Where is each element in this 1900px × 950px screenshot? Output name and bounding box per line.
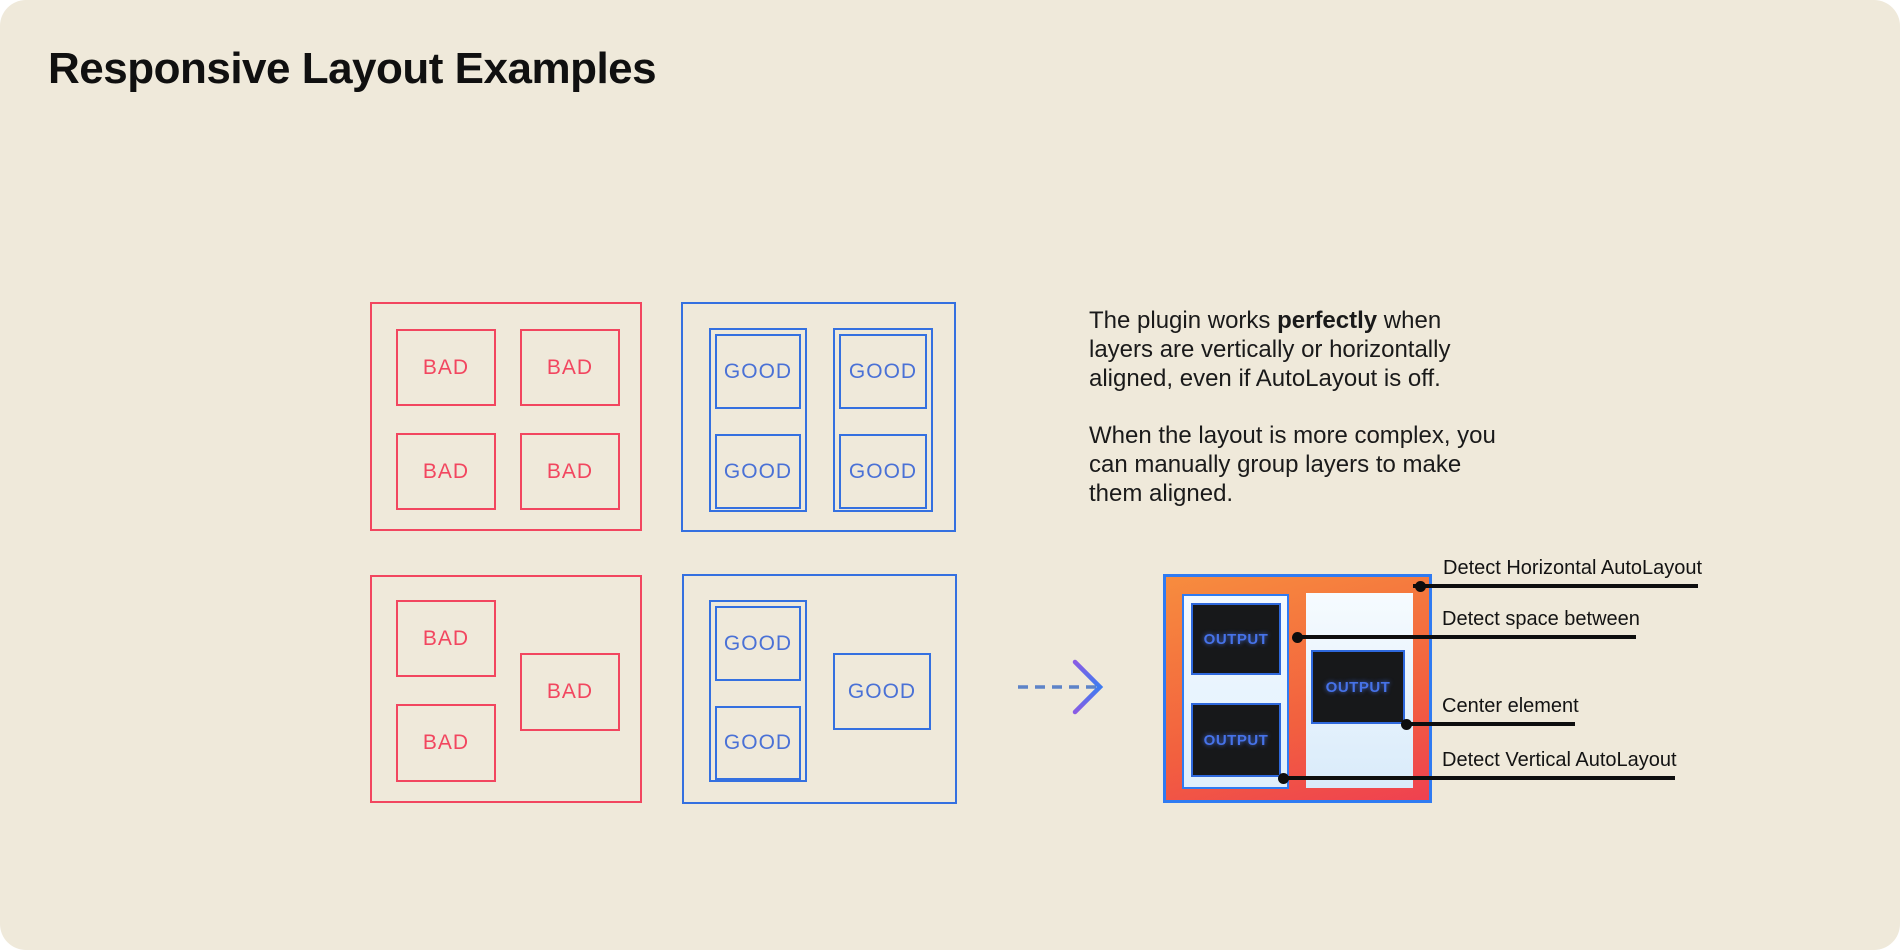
page-title: Responsive Layout Examples — [48, 44, 657, 93]
good-box: GOOD — [715, 434, 801, 509]
good-box-label: GOOD — [723, 459, 793, 483]
good-box: GOOD — [839, 334, 927, 409]
bad-free-example: BAD BAD BAD — [370, 575, 642, 803]
center-element-column: OUTPUT — [1306, 593, 1413, 788]
bad-box: BAD — [520, 433, 620, 510]
output-box-label: OUTPUT — [1325, 678, 1391, 696]
description-paragraph-1: The plugin works perfectly when layers a… — [1089, 307, 1451, 392]
good-box-label: GOOD — [723, 359, 793, 383]
annotation-line — [1404, 722, 1575, 726]
annotation-line — [1295, 635, 1636, 639]
output-box: OUTPUT — [1191, 703, 1281, 777]
good-box: GOOD — [833, 653, 931, 730]
bad-box: BAD — [396, 329, 496, 406]
bad-box: BAD — [396, 433, 496, 510]
good-box-label: GOOD — [723, 631, 793, 655]
good-box-label: GOOD — [847, 679, 917, 703]
annotation-line — [1413, 584, 1698, 588]
output-box: OUTPUT — [1311, 650, 1405, 724]
good-box: GOOD — [715, 606, 801, 681]
bad-box-label: BAD — [422, 731, 470, 754]
bad-box: BAD — [396, 600, 496, 677]
result-autolayout-frame: OUTPUT OUTPUT OUTPUT — [1163, 574, 1432, 803]
good-box-label: GOOD — [848, 359, 918, 383]
output-box-label: OUTPUT — [1203, 630, 1269, 648]
bad-box: BAD — [396, 704, 496, 782]
annotation-line — [1281, 776, 1675, 780]
output-box: OUTPUT — [1191, 603, 1281, 675]
good-box: GOOD — [715, 706, 801, 780]
bad-box: BAD — [520, 653, 620, 731]
annotation-dot — [1415, 581, 1426, 592]
bad-box-label: BAD — [546, 680, 594, 703]
good-box: GOOD — [715, 334, 801, 409]
bad-box-label: BAD — [422, 626, 470, 650]
layer-group: GOOD GOOD — [709, 328, 807, 512]
good-box-label: GOOD — [723, 731, 793, 754]
annotation-dot — [1401, 719, 1412, 730]
good-box-label: GOOD — [848, 459, 918, 483]
annotation-dot — [1278, 773, 1289, 784]
layer-group: GOOD GOOD — [833, 328, 933, 512]
bad-box-label: BAD — [422, 355, 470, 379]
description-paragraph-2: When the layout is more complex, you can… — [1089, 422, 1496, 507]
bad-grid-example: BAD BAD BAD BAD — [370, 302, 642, 531]
vertical-autolayout-group: OUTPUT OUTPUT — [1182, 594, 1289, 789]
annotation-label: Detect Horizontal AutoLayout — [1443, 557, 1703, 579]
good-box: GOOD — [839, 434, 927, 509]
annotation-label: Center element — [1442, 695, 1579, 717]
bad-box-label: BAD — [546, 459, 594, 483]
description-text: The plugin works perfectly when layers a… — [1089, 306, 1549, 508]
layer-group: GOOD GOOD — [709, 600, 807, 782]
annotation-label: Detect space between — [1442, 608, 1640, 630]
bad-box: BAD — [520, 329, 620, 406]
output-box-label: OUTPUT — [1203, 731, 1269, 749]
bad-box-label: BAD — [546, 355, 594, 379]
transform-arrow-icon — [1018, 659, 1104, 715]
bad-box-label: BAD — [422, 459, 470, 483]
annotation-label: Detect Vertical AutoLayout — [1442, 749, 1677, 771]
good-free-example: GOOD GOOD GOOD — [682, 574, 957, 804]
annotation-dot — [1292, 632, 1303, 643]
good-grid-example: GOOD GOOD GOOD GOOD — [681, 302, 956, 532]
